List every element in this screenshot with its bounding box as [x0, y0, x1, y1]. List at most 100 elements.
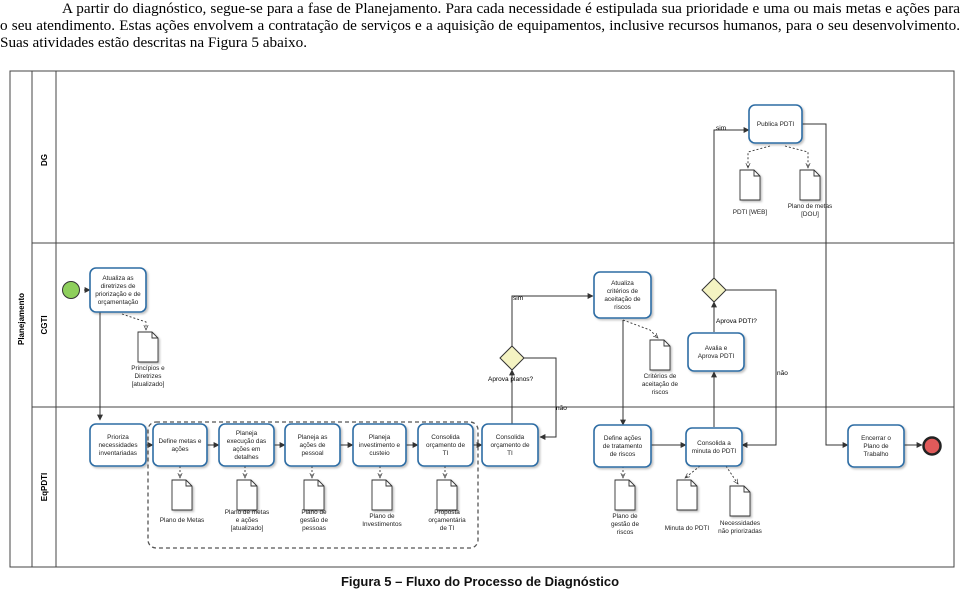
- task-publica-pdti[interactable]: Publica PDTI: [748, 104, 803, 144]
- task-label-line: Avalia e: [705, 345, 728, 352]
- task-label-line: custeio: [369, 450, 390, 457]
- gateway-aprova-pdti[interactable]: [701, 277, 727, 303]
- paragraph-line-1: A partir do diagnóstico, segue-se para a…: [62, 0, 930, 17]
- lane-label-eqpdti: EqPDTI: [40, 473, 49, 501]
- task-label-line: orçamento de: [426, 442, 466, 449]
- task-label-line: Prioriza: [107, 434, 129, 441]
- task-label-line: aceitação de: [604, 296, 641, 303]
- task-label-line: riscos: [614, 304, 631, 311]
- task-label-line: Planeja: [369, 434, 391, 441]
- document-plano-metas[interactable]: Plano de Metas: [160, 479, 204, 524]
- pool-label: Planejamento: [17, 293, 26, 345]
- task-label-line: de tratamento: [603, 443, 643, 450]
- task-label-line: ações em: [233, 446, 261, 453]
- document-label-line: Plano de metas: [788, 203, 832, 210]
- document-label-line: [DOU]: [801, 211, 819, 218]
- task-label-line: Consolida: [431, 434, 460, 441]
- task-label-line: Encerrar o: [861, 435, 891, 442]
- document-label-line: Minuta do PDTI: [665, 525, 710, 532]
- document-label-line: Plano de: [612, 513, 638, 520]
- paragraph-line-2: para o seu atendimento. Estas ações envo…: [0, 0, 960, 34]
- document-label-line: Critérios de: [644, 373, 677, 380]
- data-associations: [121, 145, 808, 484]
- gateway-aprova-planos[interactable]: [499, 345, 525, 371]
- lane-label-cgti: CGTI: [40, 315, 49, 334]
- document-label-line: e ações: [236, 517, 258, 524]
- task-label-line: necessidades: [98, 442, 137, 449]
- document-label-line: não priorizadas: [718, 528, 762, 535]
- task-label-line: detalhes: [234, 454, 258, 461]
- task-label-line: inventariadas: [99, 450, 137, 457]
- figure-caption: Figura 5 – Fluxo do Processo de Diagnóst…: [340, 574, 620, 589]
- task-label-line: Aprova PDTI: [698, 353, 735, 360]
- document-label-line: Plano de: [369, 513, 395, 520]
- document-label-line: pessoas: [302, 525, 326, 532]
- task-label-line: Publica PDTI: [757, 121, 795, 128]
- gateway-aprova-pdti-label: Aprova PDTI?: [716, 318, 757, 325]
- document-plano-metas-dou[interactable]: Plano de metas[DOU]: [788, 169, 832, 218]
- task-label-line: execução das: [227, 438, 266, 445]
- task-label-line: Atualiza as: [102, 275, 133, 282]
- document-label-line: Investimentos: [362, 521, 401, 528]
- task-label-line: de riscos: [610, 451, 636, 458]
- paragraph-line-3: desenvolvimento. Suas atividades estão d…: [0, 17, 960, 51]
- pool: [9, 70, 955, 568]
- task-label-line: orçamento de: [490, 442, 530, 449]
- task-label-line: Plano de: [863, 443, 889, 450]
- task-label-line: TI: [507, 450, 513, 457]
- document-label-line: de TI: [440, 525, 455, 532]
- document-label-line: PDTI [WEB]: [733, 209, 768, 216]
- document-label-line: Necessidades: [720, 520, 760, 527]
- task-label-line: Trabalho: [864, 451, 889, 458]
- document-minuta-pdti[interactable]: Minuta do PDTI: [665, 479, 710, 532]
- document-label-line: Princípios e: [131, 365, 165, 372]
- task-label-line: critérios de: [607, 288, 639, 295]
- task-label-line: priorização e de: [95, 291, 141, 298]
- task-label-line: ações: [171, 446, 188, 453]
- task-label-line: Consolida a: [697, 440, 731, 447]
- document-label-line: gestão de: [611, 521, 640, 528]
- task-label-line: Consolida: [496, 434, 525, 441]
- document-label-line: [atualizado]: [132, 381, 165, 388]
- sequence-flows: [84, 123, 923, 448]
- end-event[interactable]: [922, 436, 942, 456]
- start-event[interactable]: [62, 281, 80, 299]
- document-label-line: gestão de: [300, 517, 329, 524]
- document-label-line: riscos: [617, 529, 634, 536]
- task-label-line: diretrizes de: [101, 283, 136, 290]
- task-label-line: Planeja as: [298, 434, 328, 441]
- subprocess-group: [147, 421, 479, 549]
- document-label-line: Plano de metas: [225, 509, 269, 516]
- document-label-line: Proposta: [434, 509, 460, 516]
- document-label-line: Diretrizes: [135, 373, 162, 380]
- task-label-line: Atualiza: [611, 280, 634, 287]
- task-label-line: investimento e: [359, 442, 401, 449]
- task-label-line: Define ações: [604, 435, 641, 442]
- flow-label-sim-pdti: sim: [716, 125, 726, 132]
- document-pdti-web[interactable]: PDTI [WEB]: [733, 169, 768, 216]
